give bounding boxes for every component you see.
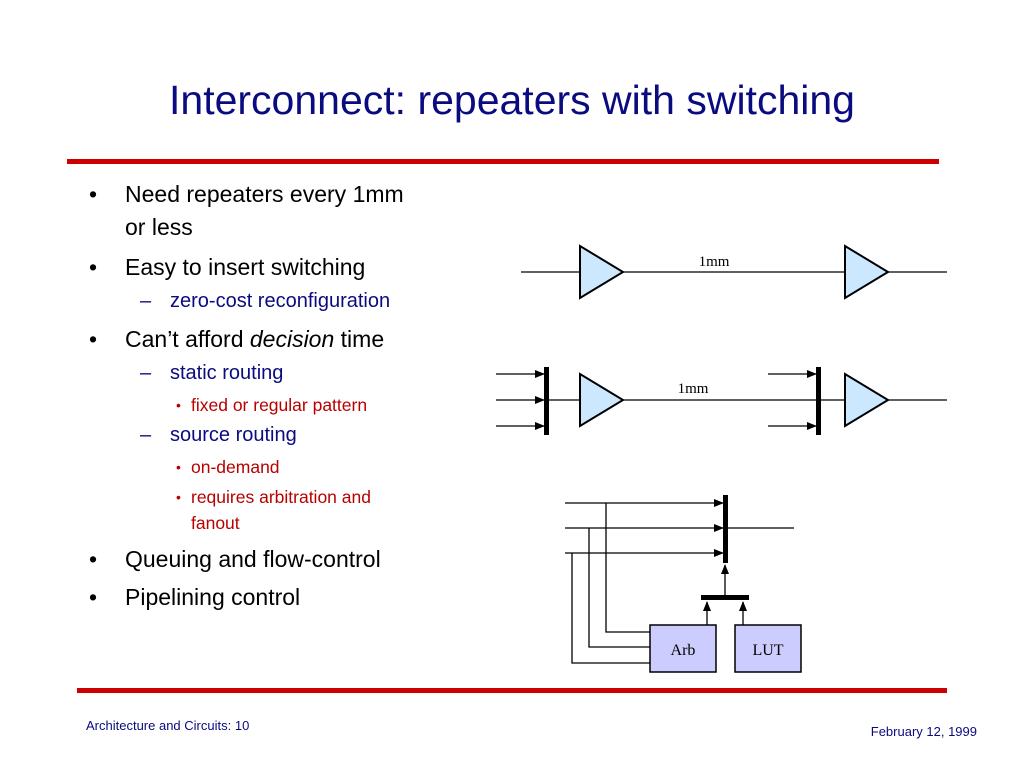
sub-bullet-text: zero-cost reconfiguration	[170, 290, 391, 312]
switched-repeater-diagram: 1mm	[496, 367, 947, 435]
sub-bullet-marker: –	[140, 424, 152, 446]
bullet-text: Easy to insert switching	[125, 254, 366, 280]
bullet-text: Can’t afford	[125, 326, 250, 352]
switch-bar	[816, 367, 821, 435]
sub-sub-bullet-marker: •	[176, 489, 181, 505]
bottom-divider	[77, 688, 947, 693]
sub-bullet-text: source routing	[170, 424, 297, 446]
repeater-buffer-icon	[579, 372, 625, 428]
sub-sub-bullet-arbitration: • requires arbitration and fanout	[80, 484, 480, 536]
slide-title: Interconnect: repeaters with switching	[169, 77, 855, 123]
bullet-decision-time: • Can’t afford decision time	[80, 323, 480, 356]
request-line	[571, 553, 650, 664]
sub-sub-bullet-on-demand: • on-demand	[80, 454, 480, 480]
sub-bullet-reconfiguration: – zero-cost reconfiguration	[80, 287, 480, 316]
bullet-text: Queuing and flow-control	[125, 546, 381, 572]
bullet-marker: •	[89, 546, 98, 572]
control-bar	[701, 595, 749, 600]
sub-bullet-marker: –	[140, 290, 152, 312]
bullet-emphasis: decision	[249, 326, 335, 352]
bullet-text: or less	[125, 214, 193, 240]
request-line	[605, 503, 650, 633]
bullet-text: Pipelining control	[125, 584, 301, 610]
footer-date: February 12, 1999	[870, 724, 977, 739]
request-line	[588, 528, 650, 648]
repeater-buffer-icon	[579, 244, 625, 300]
sub-sub-bullet-text: on-demand	[191, 457, 280, 477]
sub-sub-bullet-fixed-pattern: • fixed or regular pattern	[80, 392, 480, 418]
sub-sub-bullet-text: fixed or regular pattern	[191, 395, 368, 415]
bullet-text: time	[334, 326, 385, 352]
footer-course-label: Architecture and Circuits: 10	[86, 718, 250, 733]
sub-bullet-marker: –	[140, 362, 152, 384]
distance-label: 1mm	[699, 254, 730, 270]
arbiter-label: Arb	[671, 642, 696, 659]
sub-sub-bullet-text: fanout	[191, 513, 240, 533]
switch-bar	[544, 367, 549, 435]
sub-bullet-text: static routing	[170, 362, 284, 384]
bullet-queuing: • Queuing and flow-control	[80, 543, 480, 576]
bullet-marker: •	[89, 181, 98, 207]
repeater-chain-diagram: 1mm	[521, 244, 947, 300]
repeater-buffer-icon	[844, 372, 890, 428]
lut-box	[734, 624, 802, 673]
top-divider	[67, 159, 939, 164]
distance-label: 1mm	[678, 381, 709, 397]
bullet-marker: •	[89, 326, 98, 352]
bullet-marker: •	[89, 254, 98, 280]
repeater-buffer-icon	[844, 244, 890, 300]
bullet-pipelining: • Pipelining control	[80, 581, 480, 614]
source-routing-diagram: Arb LUT	[565, 495, 802, 673]
lut-label: LUT	[752, 642, 783, 659]
bullet-list: • Need repeaters every 1mm or less • Eas…	[80, 178, 480, 614]
sub-sub-bullet-marker: •	[176, 397, 181, 413]
bullet-repeaters: • Need repeaters every 1mm or less	[80, 178, 480, 244]
sub-sub-bullet-text: requires arbitration and	[191, 487, 371, 507]
sub-bullet-static-routing: – static routing	[80, 359, 480, 388]
sub-bullet-source-routing: – source routing	[80, 421, 480, 450]
bullet-marker: •	[89, 584, 98, 610]
bullet-text: Need repeaters every 1mm	[125, 181, 404, 207]
arbiter-box	[649, 624, 717, 673]
bullet-switching: • Easy to insert switching	[80, 251, 480, 284]
switch-bar	[723, 495, 728, 563]
sub-sub-bullet-marker: •	[176, 459, 181, 475]
